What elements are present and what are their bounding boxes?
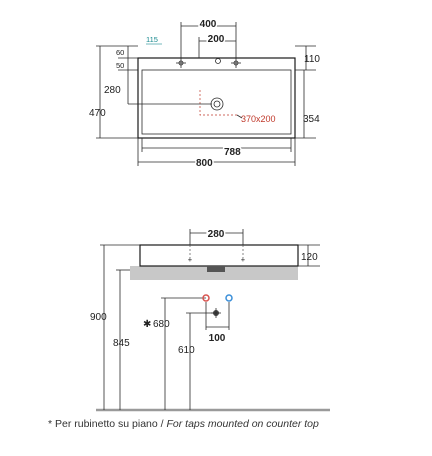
inner-bowl-top: [141, 69, 292, 135]
tap-hole-left: [176, 58, 186, 68]
footnote-english: For taps mounted on counter top: [166, 418, 319, 430]
dim-845-label: 845: [113, 338, 130, 349]
drain-outer: [210, 97, 224, 111]
tap-hole-right: [231, 58, 241, 68]
dim-400-label: 400: [200, 19, 217, 30]
dim-200-label: 200: [208, 34, 225, 45]
svg-text:+: +: [188, 255, 193, 264]
asterisk-mark: ✱: [143, 319, 151, 330]
dim-50-label: 50: [116, 61, 124, 70]
svg-text:+: +: [241, 255, 246, 264]
dim-370x200-label: 370x200: [241, 114, 276, 124]
dim-110-label: 110: [304, 54, 320, 65]
dim-800-label: 800: [196, 158, 213, 169]
dim-680-label: 680: [153, 319, 170, 330]
dim-120-label: 120: [301, 252, 318, 263]
dim-280-top-label: 280: [104, 85, 121, 96]
drain-inner: [213, 100, 221, 108]
waste-outlet-icon: [211, 308, 221, 318]
drain-side: [207, 266, 225, 272]
dim-470-label: 470: [89, 108, 106, 119]
dim-115-label: 115: [146, 35, 158, 44]
counter-top: [130, 266, 298, 280]
dim-788-label: 788: [224, 147, 241, 158]
dim-100-label: 100: [209, 333, 226, 344]
basin-outline-top: [137, 57, 296, 139]
footnote-italian: * Per rubinetto su piano /: [48, 418, 167, 430]
tap-hole-center: [215, 58, 221, 64]
top-view: 400 200 115 60 50 110 280 470 354 370x2: [89, 18, 320, 171]
cold-valve: [225, 294, 233, 302]
basin-outline-side: [139, 244, 299, 267]
side-view: + + 280 120 900 845 ✱ 680 610: [90, 228, 330, 412]
drain-area-outline: [199, 90, 237, 116]
hot-valve: [202, 294, 210, 302]
dim-280-side-label: 280: [208, 229, 225, 240]
dim-60-label: 60: [116, 48, 124, 57]
dim-900-label: 900: [90, 312, 107, 323]
dim-610-label: 610: [178, 345, 195, 356]
footnote: * Per rubinetto su piano / For taps moun…: [48, 418, 428, 430]
dim-354-label: 354: [303, 114, 320, 125]
